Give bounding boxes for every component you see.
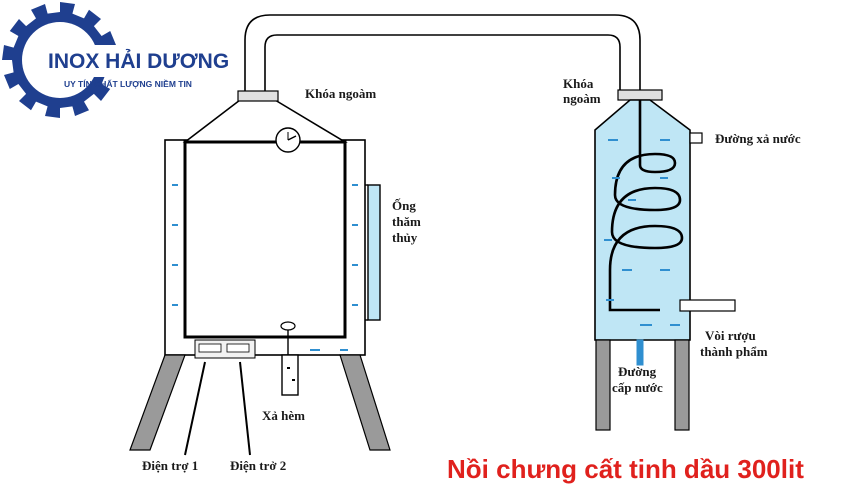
- condenser-leg-left: [595, 339, 611, 431]
- clamp-left: [237, 90, 279, 102]
- brand-name: INOX HẢI DƯƠNG: [48, 50, 229, 73]
- label-drain-water: Đường xả nước: [715, 131, 801, 146]
- label-heater-2: Điện trở 2: [230, 458, 286, 473]
- drain-valve: [280, 321, 299, 396]
- pressure-gauge-icon: [275, 127, 301, 153]
- boiler-leg-left: [129, 354, 186, 451]
- label-lock-left: Khóa ngoàm: [305, 86, 376, 101]
- label-product-tap-1: Vòi rượu: [705, 328, 756, 343]
- brand-slogan: UY TÍN CHẤT LƯỢNG NIỀM TIN: [64, 79, 192, 89]
- condenser-leg-right: [674, 339, 690, 431]
- boiler-leg-right: [339, 354, 391, 451]
- label-lock-right-2: ngoàm: [563, 91, 601, 106]
- heater-1-leader: [184, 361, 206, 456]
- condenser: [594, 89, 736, 431]
- sight-tube: [367, 184, 381, 321]
- label-lock-right-1: Khóa: [563, 76, 594, 91]
- boiler-inner-vessel: [183, 140, 347, 339]
- boiler-hood: [182, 99, 348, 143]
- label-sight-tube-3: thủy: [392, 230, 418, 245]
- label-water-inlet-2: cấp nước: [612, 380, 663, 395]
- vapor-pipe-outer: [244, 14, 641, 95]
- label-product-tap-2: thành phẩm: [700, 344, 768, 359]
- boiler: [129, 90, 391, 456]
- condenser-body: [594, 99, 691, 341]
- condenser-water-marks: [604, 139, 680, 326]
- label-water-inlet-1: Đường: [618, 364, 657, 379]
- heater-panel: [194, 339, 256, 359]
- condenser-coil: [608, 100, 684, 312]
- drain-water-outlet: [689, 132, 703, 144]
- label-heater-1: Điện trợ 1: [142, 458, 198, 473]
- water-inlet-pipe: [636, 339, 644, 366]
- logo-banner: [40, 45, 240, 77]
- label-sight-tube-2: thăm: [392, 214, 421, 229]
- product-tap: [679, 299, 736, 312]
- label-drain-valve: Xả hèm: [262, 408, 305, 423]
- vapor-pipe-inner: [264, 34, 621, 95]
- brand-logo: INOX HẢI DƯƠNG UY TÍN CHẤT LƯỢNG NIỀM TI…: [2, 2, 240, 118]
- label-sight-tube-1: Ống: [392, 198, 416, 213]
- vapor-pipe: [244, 14, 641, 95]
- heater-2-leader: [239, 361, 251, 456]
- clamp-right: [617, 89, 663, 101]
- diagram-caption: Nồi chưng cất tinh dầu 300lit: [447, 454, 804, 484]
